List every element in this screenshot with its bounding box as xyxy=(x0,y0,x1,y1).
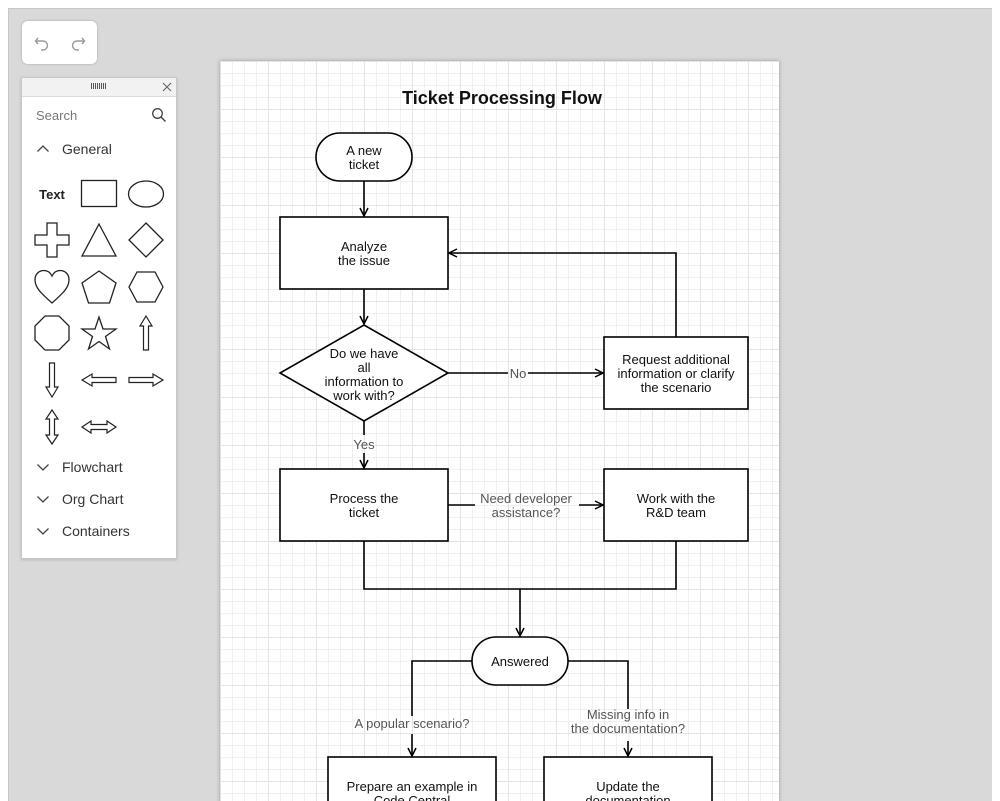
edge-label-missing-line2: the documentation? xyxy=(571,721,685,736)
chevron-up-icon xyxy=(36,142,50,156)
edge-label-missing-line1: Missing info in xyxy=(587,707,669,722)
arrow-up-icon[interactable] xyxy=(126,313,166,353)
arrow-right-icon[interactable] xyxy=(126,360,166,400)
node-new-ticket-line2: ticket xyxy=(349,157,380,172)
text-shape-label: Text xyxy=(39,186,65,202)
edge-label-need-dev-line1: Need developer xyxy=(480,491,572,506)
edge-label-popular[interactable]: A popular scenario? xyxy=(355,716,470,731)
section-general[interactable]: General xyxy=(22,133,176,165)
ellipse-icon[interactable] xyxy=(126,174,166,214)
node-process-line2: ticket xyxy=(349,505,380,520)
node-example-line2: Code Central xyxy=(374,793,451,801)
node-analyze-line2: the issue xyxy=(338,253,390,268)
chevron-down-icon xyxy=(36,492,50,506)
node-update-line1: Update the xyxy=(596,779,660,794)
heart-icon[interactable] xyxy=(32,267,72,307)
redo-button[interactable] xyxy=(67,32,89,54)
general-shapes-grid: Text xyxy=(22,165,176,451)
node-update-line2: documentation xyxy=(585,793,670,801)
arrow-left-icon[interactable] xyxy=(79,360,119,400)
chevron-down-icon xyxy=(36,460,50,474)
edge-label-no[interactable]: No xyxy=(510,366,527,381)
search-row xyxy=(22,97,176,133)
arrow-down-icon[interactable] xyxy=(32,360,72,400)
node-analyze-line1: Analyze xyxy=(341,239,387,254)
edge-merge[interactable] xyxy=(363,541,677,590)
section-org-chart[interactable]: Org Chart xyxy=(22,483,176,515)
node-rnd-line2: R&D team xyxy=(646,505,706,520)
edge-label-need-dev-line2: assistance? xyxy=(492,505,561,520)
panel-header[interactable] xyxy=(22,78,176,97)
node-example-line1: Prepare an example in xyxy=(347,779,478,794)
star-icon[interactable] xyxy=(79,313,119,353)
node-decision-line2: all xyxy=(357,360,370,375)
node-answered[interactable]: Answered xyxy=(471,636,569,686)
diagram-title[interactable]: Ticket Processing Flow xyxy=(402,88,603,108)
node-request-line2: information or clarify xyxy=(617,366,735,381)
svg-text:Answered: Answered xyxy=(491,654,549,669)
flowchart-diagram: Ticket Processing Flow xyxy=(278,88,749,801)
arrow-up-down-icon[interactable] xyxy=(32,407,72,447)
shapes-panel: General Text xyxy=(21,77,177,559)
undo-icon xyxy=(34,37,48,51)
section-containers-label: Containers xyxy=(62,523,130,539)
section-flowchart[interactable]: Flowchart xyxy=(22,451,176,483)
close-icon[interactable] xyxy=(162,82,172,92)
node-decision-line4: work with? xyxy=(332,388,394,403)
node-answered-line1: Answered xyxy=(491,654,549,669)
node-request-line3: the scenario xyxy=(641,380,712,395)
node-decision-line3: information to xyxy=(325,374,404,389)
chevron-down-icon xyxy=(36,524,50,538)
cross-icon[interactable] xyxy=(32,220,72,260)
node-process-line1: Process the xyxy=(330,491,399,506)
edge-answered-popular-a[interactable] xyxy=(411,660,472,716)
node-request-line1: Request additional xyxy=(622,352,730,367)
drag-handle-icon[interactable] xyxy=(91,83,107,89)
search-input[interactable] xyxy=(30,105,152,125)
text-shape[interactable]: Text xyxy=(32,174,72,214)
hexagon-icon[interactable] xyxy=(126,267,166,307)
history-toolbar xyxy=(22,21,97,64)
diamond-icon[interactable] xyxy=(126,220,166,260)
triangle-icon[interactable] xyxy=(79,220,119,260)
octagon-icon[interactable] xyxy=(32,313,72,353)
node-decision-line1: Do we have xyxy=(330,346,399,361)
redo-icon xyxy=(71,37,85,51)
undo-button[interactable] xyxy=(31,32,53,54)
diagram-page[interactable]: Ticket Processing Flow xyxy=(220,61,779,801)
edge-answered-missing-a[interactable] xyxy=(568,660,629,709)
pentagon-icon[interactable] xyxy=(79,267,119,307)
arrow-left-right-icon[interactable] xyxy=(79,407,119,447)
section-org-chart-label: Org Chart xyxy=(62,491,124,507)
edge-label-yes[interactable]: Yes xyxy=(353,437,375,452)
canvas-workspace[interactable]: General Text xyxy=(8,8,992,801)
node-new-ticket-line1: A new xyxy=(346,143,382,158)
rectangle-icon[interactable] xyxy=(79,174,119,214)
section-general-label: General xyxy=(62,141,112,157)
search-icon[interactable] xyxy=(151,107,167,123)
section-containers[interactable]: Containers xyxy=(22,515,176,547)
node-rnd-line1: Work with the xyxy=(637,491,716,506)
edge-request-to-analyze[interactable] xyxy=(449,253,677,337)
section-flowchart-label: Flowchart xyxy=(62,459,123,475)
